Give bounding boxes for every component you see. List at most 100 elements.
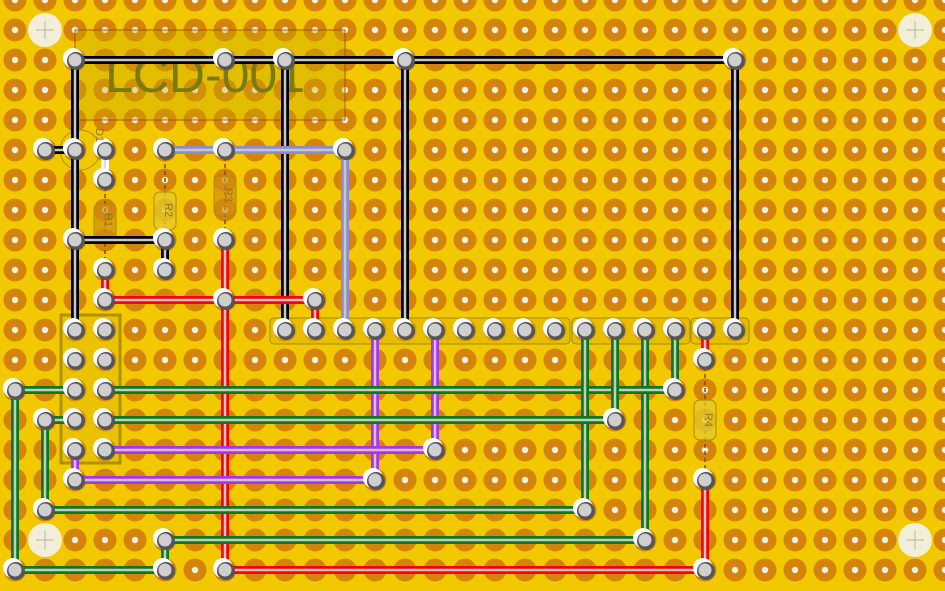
- pad: [753, 528, 777, 552]
- pad: [633, 108, 657, 132]
- pad: [33, 48, 57, 72]
- pad: [873, 0, 897, 12]
- pad: [783, 168, 807, 192]
- pad: [933, 528, 945, 552]
- pad: [933, 78, 945, 102]
- pad: [783, 48, 807, 72]
- pad: [663, 18, 687, 42]
- pad: [813, 558, 837, 582]
- pad: [483, 18, 507, 42]
- pad: [903, 168, 927, 192]
- pad-solder-joint: [153, 228, 175, 250]
- pad: [393, 0, 417, 12]
- pad-solder-joint: [723, 318, 745, 340]
- pad: [783, 198, 807, 222]
- pad: [873, 168, 897, 192]
- pad: [543, 18, 567, 42]
- pad: [813, 498, 837, 522]
- pad: [453, 438, 477, 462]
- pad: [483, 348, 507, 372]
- pad: [33, 258, 57, 282]
- pad-solder-joint: [93, 288, 115, 310]
- pad: [783, 348, 807, 372]
- pad: [273, 348, 297, 372]
- pad: [603, 198, 627, 222]
- pad: [573, 108, 597, 132]
- pad: [483, 78, 507, 102]
- pad-solder-joint: [93, 378, 115, 400]
- pad-solder-joint: [273, 48, 295, 70]
- pad: [33, 108, 57, 132]
- pad: [183, 228, 207, 252]
- pad: [33, 78, 57, 102]
- pad: [783, 558, 807, 582]
- pad: [813, 348, 837, 372]
- pad: [183, 348, 207, 372]
- r4-label: R4: [702, 413, 714, 427]
- pad: [813, 258, 837, 282]
- mounting-holes: [28, 13, 932, 557]
- pad-solder-joint: [153, 558, 175, 580]
- pad: [873, 108, 897, 132]
- pad: [873, 378, 897, 402]
- pad: [453, 168, 477, 192]
- pad: [873, 198, 897, 222]
- pad: [813, 108, 837, 132]
- pad: [723, 558, 747, 582]
- pad: [423, 468, 447, 492]
- pad: [423, 108, 447, 132]
- pad: [33, 318, 57, 342]
- pad: [303, 0, 327, 12]
- pad: [243, 228, 267, 252]
- pad: [663, 198, 687, 222]
- pad: [753, 498, 777, 522]
- pad-solder-joint: [213, 288, 235, 310]
- pad: [903, 48, 927, 72]
- pad: [663, 528, 687, 552]
- pad: [693, 288, 717, 312]
- mounting-hole: [28, 13, 62, 47]
- resistor-r3: [213, 150, 237, 240]
- pad: [903, 228, 927, 252]
- pad: [603, 108, 627, 132]
- pad: [423, 168, 447, 192]
- pad: [513, 18, 537, 42]
- header-outline-2: [571, 317, 691, 345]
- pad: [453, 108, 477, 132]
- pad-solder-joint: [513, 318, 535, 340]
- pad-solder-joint: [393, 318, 415, 340]
- resistor-r2: [153, 150, 177, 240]
- pad: [843, 288, 867, 312]
- pad-solder-joint: [573, 318, 595, 340]
- pad: [153, 78, 177, 102]
- pad: [933, 438, 945, 462]
- pad: [573, 138, 597, 162]
- pad: [603, 138, 627, 162]
- pad: [903, 138, 927, 162]
- pad: [783, 438, 807, 462]
- mounting-hole: [28, 523, 62, 557]
- pad: [903, 288, 927, 312]
- pad: [453, 78, 477, 102]
- pad: [843, 18, 867, 42]
- pad: [663, 258, 687, 282]
- pad: [513, 288, 537, 312]
- pad-solder-joint: [303, 318, 325, 340]
- pad: [723, 348, 747, 372]
- pad: [843, 108, 867, 132]
- pad: [843, 348, 867, 372]
- pad: [753, 228, 777, 252]
- pad: [63, 0, 87, 12]
- pad: [123, 258, 147, 282]
- pad: [483, 438, 507, 462]
- pad: [123, 78, 147, 102]
- pad: [783, 528, 807, 552]
- pad: [243, 168, 267, 192]
- pad: [483, 258, 507, 282]
- pad: [393, 348, 417, 372]
- pad: [423, 0, 447, 12]
- pad-solder-joint: [663, 378, 685, 400]
- pad: [813, 288, 837, 312]
- pad: [543, 258, 567, 282]
- d1-label: D1: [93, 128, 105, 142]
